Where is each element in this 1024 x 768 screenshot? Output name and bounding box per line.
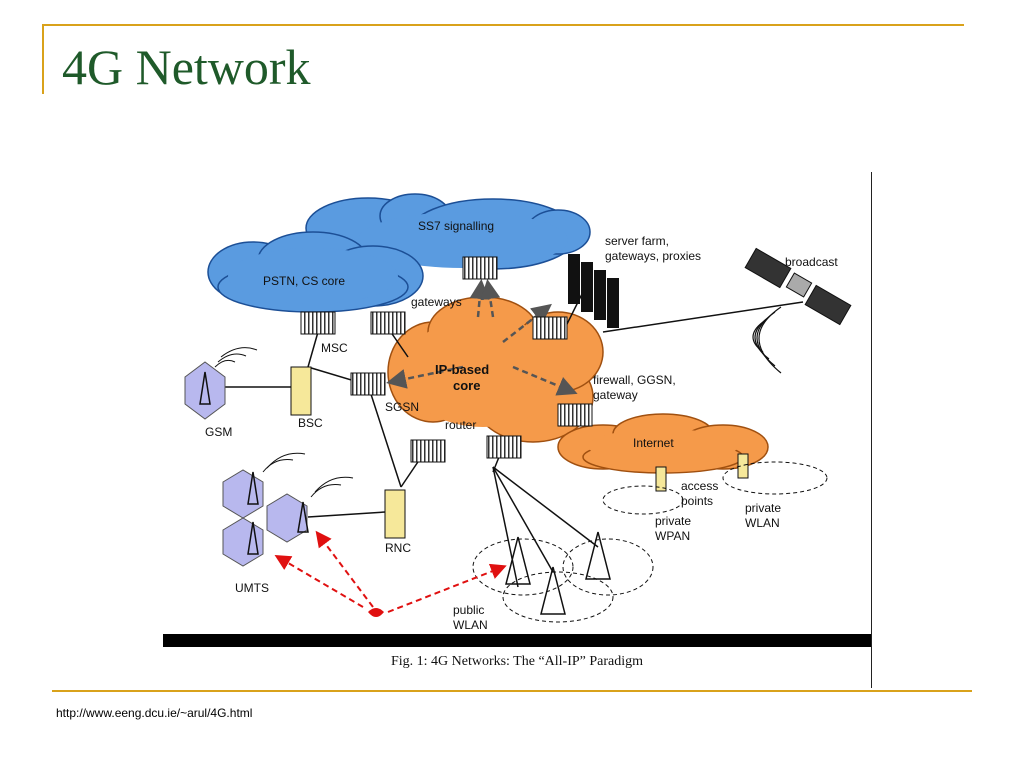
- label-access-2: points: [681, 494, 713, 508]
- label-pstn: PSTN, CS core: [263, 274, 345, 288]
- broadcast-satellite: [744, 247, 852, 374]
- router-box: [486, 435, 522, 459]
- rnc-gateway: [410, 439, 446, 463]
- public-wlan-towers: [472, 531, 654, 623]
- top-accent-line: [42, 24, 964, 26]
- label-broadcast: broadcast: [785, 255, 838, 269]
- figure-black-bar: [163, 634, 871, 647]
- msc-gateway: [300, 311, 336, 335]
- slide-title: 4G Network: [62, 39, 311, 95]
- network-links: [223, 291, 804, 588]
- mobile-terminal: [274, 530, 507, 617]
- bsc-tower: [290, 366, 312, 416]
- access-points: [602, 453, 828, 515]
- pstn-cloud: [207, 231, 424, 313]
- label-private-wlan-2: WLAN: [745, 516, 780, 530]
- ss7-gateway: [462, 256, 498, 280]
- internet-cloud: [557, 413, 769, 474]
- server-gateway: [532, 316, 568, 340]
- label-private-wpan-2: WPAN: [655, 529, 690, 543]
- footer-url: http://www.eeng.dcu.ie/~arul/4G.html: [56, 706, 253, 720]
- label-ip-core-1: IP-based: [435, 362, 489, 377]
- label-msc: MSC: [321, 341, 348, 355]
- diagram-labels: SS7 signalling PSTN, CS core gateways se…: [205, 219, 838, 632]
- sgsn-gateway: [350, 372, 386, 396]
- label-ip-core-2: core: [453, 378, 480, 393]
- label-gsm: GSM: [205, 425, 232, 439]
- left-accent-line: [42, 24, 44, 94]
- label-private-wlan-1: private: [745, 501, 781, 515]
- label-server-farm-2: gateways, proxies: [605, 249, 701, 263]
- signalling-arrows: [386, 279, 578, 396]
- server-farm: [568, 254, 619, 328]
- label-public-wlan-1: public: [453, 603, 484, 617]
- label-server-farm-1: server farm,: [605, 234, 669, 248]
- label-router: router: [445, 418, 476, 432]
- network-diagram: SS7 signalling PSTN, CS core gateways se…: [163, 193, 871, 647]
- label-umts: UMTS: [235, 581, 269, 595]
- network-diagram-figure: SS7 signalling PSTN, CS core gateways se…: [163, 172, 872, 688]
- label-bsc: BSC: [298, 416, 323, 430]
- figure-caption: Fig. 1: 4G Networks: The “All-IP” Paradi…: [390, 654, 644, 669]
- ggsn-gateway: [557, 403, 593, 427]
- label-public-wlan-2: WLAN: [453, 618, 488, 632]
- rnc-tower: [384, 489, 406, 539]
- label-sgsn: SGSN: [385, 400, 419, 414]
- umts-cells: [222, 452, 354, 567]
- label-firewall-1: firewall, GGSN,: [593, 373, 676, 387]
- label-gateways: gateways: [411, 295, 462, 309]
- label-rnc: RNC: [385, 541, 411, 555]
- gsm-cell: [184, 347, 258, 420]
- label-firewall-2: gateway: [593, 388, 638, 402]
- bottom-accent-line: [52, 690, 972, 692]
- gateway-boxes: [300, 256, 593, 463]
- label-ss7: SS7 signalling: [418, 219, 494, 233]
- label-private-wpan-1: private: [655, 514, 691, 528]
- pstn-gateway: [370, 311, 406, 335]
- label-access-1: access: [681, 479, 718, 493]
- label-internet: Internet: [633, 436, 674, 450]
